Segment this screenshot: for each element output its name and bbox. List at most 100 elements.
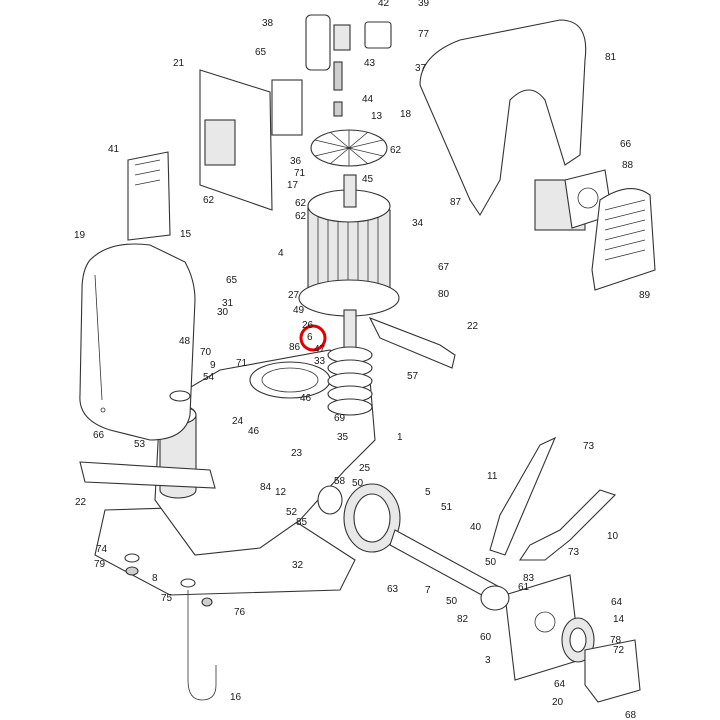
callout-22: 22 [467, 321, 479, 332]
callout-11: 11 [487, 471, 498, 482]
callout-66: 66 [93, 430, 105, 441]
callout-64: 64 [611, 597, 623, 608]
callout-76: 76 [234, 607, 246, 618]
callout-17: 17 [287, 180, 299, 191]
cooling-fan [310, 129, 388, 167]
callout-62: 62 [295, 198, 307, 209]
callout-41: 41 [108, 144, 120, 155]
callout-46: 46 [248, 426, 260, 437]
callout-47: 47 [314, 344, 326, 355]
callout-58: 58 [334, 476, 346, 487]
callout-30: 30 [217, 307, 229, 318]
callout-61: 61 [518, 582, 530, 593]
callout-70: 70 [200, 347, 212, 358]
callout-53: 53 [134, 439, 146, 450]
callout-67: 67 [438, 262, 450, 273]
callout-85: 85 [296, 517, 308, 528]
callout-12: 12 [275, 487, 287, 498]
callout-31: 31 [222, 298, 234, 309]
callout-16: 16 [230, 692, 242, 703]
callout-82: 82 [457, 614, 469, 625]
bearing-left [317, 485, 343, 515]
callout-62: 62 [203, 195, 215, 206]
side-cover [79, 243, 196, 441]
callout-78: 78 [610, 635, 622, 646]
release-handle-left [79, 461, 216, 489]
callout-62: 62 [295, 211, 307, 222]
callout-65: 65 [226, 275, 238, 286]
callout-57: 57 [407, 371, 419, 382]
callout-9: 9 [210, 360, 216, 371]
callout-62: 62 [390, 145, 402, 156]
callout-52: 52 [286, 507, 298, 518]
release-lever-right [368, 316, 456, 369]
callout-43: 43 [364, 58, 376, 69]
callout-49: 49 [293, 305, 305, 316]
receiver-module [127, 151, 171, 241]
callout-7: 7 [425, 585, 431, 596]
callout-80: 80 [438, 289, 450, 300]
callout-33: 33 [314, 356, 326, 367]
callout-71: 71 [294, 168, 306, 179]
callout-8: 8 [152, 573, 158, 584]
callout-1: 1 [397, 432, 403, 443]
callout-3: 3 [485, 655, 491, 666]
callout-75: 75 [161, 593, 173, 604]
callout-51: 51 [441, 502, 453, 513]
callout-20: 20 [552, 697, 564, 708]
callout-50: 50 [446, 596, 458, 607]
callout-27: 27 [288, 290, 300, 301]
callout-10: 10 [607, 531, 619, 542]
top-cover [419, 19, 587, 217]
callout-21: 21 [173, 58, 185, 69]
callout-46: 46 [300, 393, 312, 404]
terminal-strip [333, 61, 343, 91]
release-key-11 [489, 436, 557, 556]
callout-50: 50 [352, 478, 364, 489]
callout-72: 72 [613, 645, 625, 656]
callout-14: 14 [613, 614, 625, 625]
callout-73: 73 [568, 547, 580, 558]
callout-50: 50 [485, 557, 497, 568]
callout-54: 54 [203, 372, 215, 383]
callout-26: 26 [302, 320, 314, 331]
terminal-block [333, 24, 351, 51]
callout-24: 24 [232, 416, 244, 427]
nut-76 [201, 597, 213, 607]
callout-37: 37 [415, 63, 427, 74]
callout-71: 71 [236, 358, 248, 369]
gearbox-housing [154, 349, 376, 556]
callout-19: 19 [74, 230, 86, 241]
main-gear [343, 483, 401, 553]
callout-44: 44 [362, 94, 374, 105]
callout-4: 4 [278, 248, 284, 259]
pinion-cover [584, 639, 641, 703]
callout-36: 36 [290, 156, 302, 167]
anchor-bolt [187, 590, 217, 701]
callout-73: 73 [583, 441, 595, 452]
callout-66: 66 [620, 139, 632, 150]
callout-79: 79 [94, 559, 106, 570]
control-board-bracket [199, 69, 273, 211]
callout-89: 89 [639, 290, 651, 301]
bearing-right [480, 585, 510, 611]
callout-5: 5 [425, 487, 431, 498]
callout-77: 77 [418, 29, 430, 40]
callout-15: 15 [180, 229, 192, 240]
callout-34: 34 [412, 218, 424, 229]
callout-35: 35 [337, 432, 349, 443]
callout-74: 74 [96, 544, 108, 555]
callout-81: 81 [605, 52, 617, 63]
fuse [333, 101, 343, 117]
highlight-marker [299, 324, 327, 352]
callout-84: 84 [260, 482, 272, 493]
callout-60: 60 [480, 632, 492, 643]
callout-88: 88 [622, 160, 634, 171]
callout-23: 23 [291, 448, 303, 459]
callout-87: 87 [450, 197, 462, 208]
callout-38: 38 [262, 18, 274, 29]
callout-22: 22 [75, 497, 87, 508]
capacitor [305, 14, 331, 71]
